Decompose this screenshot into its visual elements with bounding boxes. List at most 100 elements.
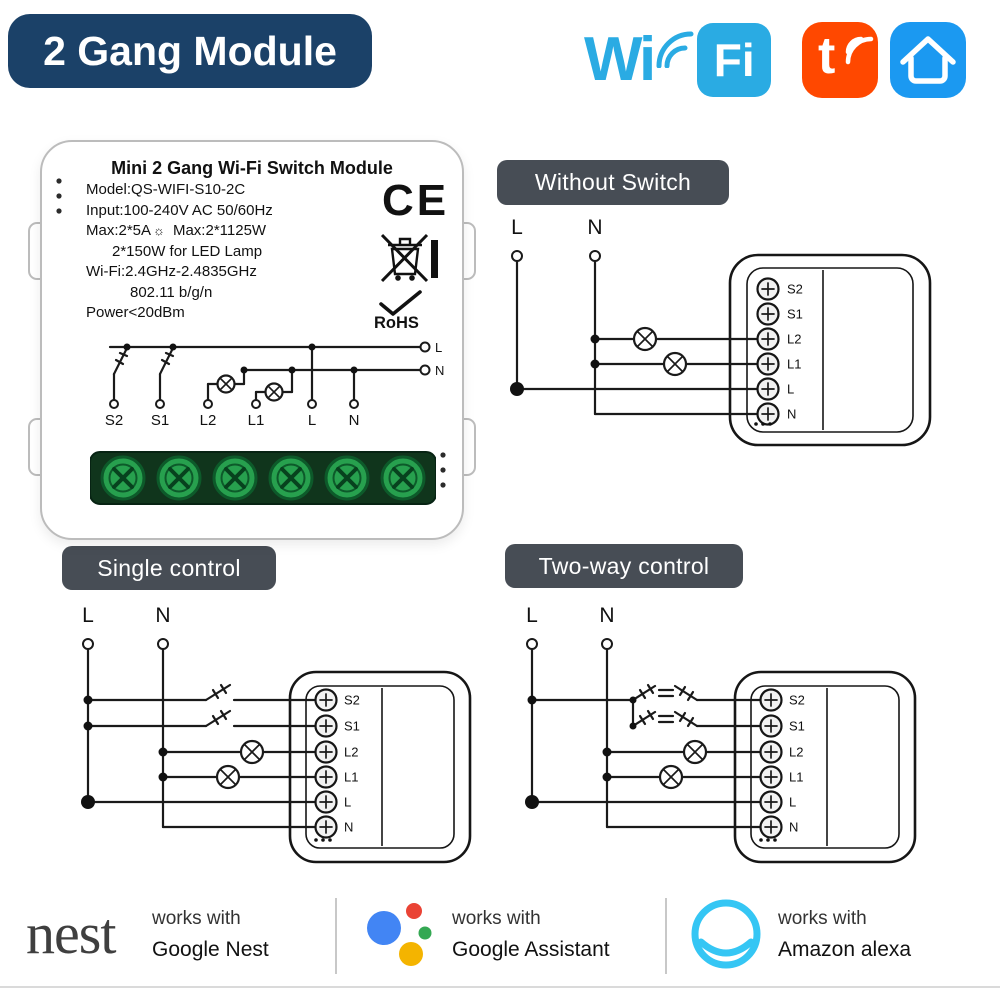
terminal-label: L1	[344, 770, 358, 785]
lamp-icon	[264, 382, 284, 402]
neutral-label: N	[599, 604, 614, 627]
spec-standard: 802.11 b/g/n	[130, 283, 213, 301]
device-title: Mini 2 Gang Wi-Fi Switch Module	[111, 158, 393, 178]
lamp-icon	[662, 351, 688, 377]
diagram-wires	[530, 647, 773, 829]
works-with-text: works with	[452, 908, 541, 929]
neutral-label: N	[155, 604, 170, 627]
wifi-wordmark: Wi	[584, 25, 656, 94]
dimmer-icon: ☼	[153, 223, 165, 238]
terminal-label: S2	[787, 282, 803, 297]
amazon-alexa-icon	[691, 899, 761, 969]
ce-mark: CE	[382, 176, 450, 225]
schematic-terminal-label: L2	[200, 412, 217, 429]
live-label: L	[526, 604, 538, 627]
section-label-text: Two-way control	[538, 552, 710, 579]
rohs-check-icon	[379, 290, 422, 316]
partner-name: Google Nest	[152, 938, 269, 961]
section-label-two-way-control: Two-way control	[505, 544, 743, 588]
lamp-icon	[215, 764, 241, 790]
wifi-fi-letters: Fi	[713, 34, 755, 86]
module-terminals	[759, 688, 783, 839]
rohs-label: RoHS	[374, 314, 419, 332]
schematic-terminal-label: L	[308, 412, 316, 429]
schematic-wires	[108, 345, 422, 402]
terminal-label: S1	[789, 719, 805, 734]
section-label-single-control: Single control	[62, 546, 276, 590]
diagram-single-control: L N S2 S1 L2 L1 L N	[81, 604, 472, 864]
works-with-google-nest: works with Google Nest	[152, 908, 269, 962]
vent-dots-icon	[440, 452, 446, 488]
diagram-wires	[86, 647, 328, 829]
weee-bin-icon	[380, 233, 438, 283]
spec-model: Model:QS-WIFI-S10-2C	[86, 181, 246, 198]
schematic-live-label: L	[435, 340, 442, 355]
schematic-terminal-label: L1	[248, 412, 265, 429]
works-with-amazon-alexa: works with Amazon alexa	[778, 908, 911, 962]
tuya-logo: t	[802, 22, 878, 98]
device-specs: Model:QS-WIFI-S10-2C Input:100-240V AC 5…	[86, 180, 386, 324]
diagram-two-way-control: L N S2 S1 L2 L1 L N	[525, 604, 917, 864]
banner: 2 Gang Module	[8, 14, 372, 88]
works-with-google-assistant: works with Google Assistant	[452, 908, 610, 962]
terminal-strip	[90, 451, 436, 505]
terminal-screw-icon	[156, 455, 202, 501]
spec-wifi: Wi-Fi:2.4GHz-2.4835GHz	[86, 263, 257, 280]
spec-power: Power<20dBm	[86, 304, 185, 321]
terminal-label: N	[789, 820, 798, 835]
terminal-label: S2	[344, 693, 360, 708]
wifi-signal-icon	[656, 31, 694, 68]
tuya-letter: t	[818, 27, 836, 85]
spec-led: 2*150W for LED Lamp	[112, 242, 263, 260]
terminal-label: L	[789, 795, 796, 810]
module-outline	[728, 253, 932, 447]
wifi-fi-box: Fi	[697, 23, 772, 97]
schematic-neutral-label: N	[435, 363, 444, 378]
terminal-screw-icon	[268, 455, 314, 501]
footer-divider	[665, 898, 667, 974]
lamp-icon	[658, 764, 684, 790]
terminal-label: L2	[344, 745, 358, 760]
tuya-signal-icon	[845, 36, 874, 65]
house-icon	[900, 36, 956, 84]
spec-max-power: Max:2*1125W	[172, 222, 267, 239]
nest-logo: nest	[26, 901, 116, 966]
smartlife-logo	[890, 22, 966, 98]
vent-dots-icon	[56, 178, 62, 214]
lamp-icon	[682, 739, 708, 765]
works-with-text: works with	[152, 908, 241, 929]
lamp-icon	[632, 326, 658, 352]
terminal-screw-icon	[100, 455, 146, 501]
partner-name: Amazon alexa	[778, 938, 912, 961]
live-label: L	[82, 604, 94, 627]
partner-name: Google Assistant	[452, 938, 610, 961]
terminal-screw-icon	[324, 455, 370, 501]
schematic-terminal-label: S2	[105, 412, 123, 429]
module-terminals	[756, 277, 780, 426]
banner-title: 2 Gang Module	[43, 27, 337, 74]
section-label-without-switch: Without Switch	[497, 160, 729, 205]
lamp-icon	[239, 739, 265, 765]
diagram-without-switch: L N S2 S1 L2 L1 L N	[510, 216, 932, 447]
schematic-terminal-label: N	[349, 412, 360, 429]
terminal-label: S1	[787, 307, 803, 322]
bottom-border	[0, 986, 1000, 988]
terminal-screw-icon	[212, 455, 258, 501]
neutral-label: N	[587, 216, 602, 239]
live-label: L	[511, 216, 523, 239]
terminal-label: S2	[789, 693, 805, 708]
works-with-text: works with	[778, 908, 867, 929]
section-label-text: Single control	[97, 554, 241, 581]
section-label-text: Without Switch	[534, 169, 692, 195]
terminal-label: L1	[789, 770, 803, 785]
device-schematic: L N S2 S1 L2 L1 L N	[105, 340, 445, 429]
terminal-label: L1	[787, 357, 801, 372]
terminal-label: L	[787, 382, 794, 397]
terminal-label: N	[787, 407, 796, 422]
spec-input: Input:100-240V AC 50/60Hz	[86, 201, 273, 219]
terminal-label: L2	[787, 332, 801, 347]
terminal-label: L	[344, 795, 351, 810]
lamp-icon	[216, 374, 236, 394]
terminal-label: N	[344, 820, 353, 835]
